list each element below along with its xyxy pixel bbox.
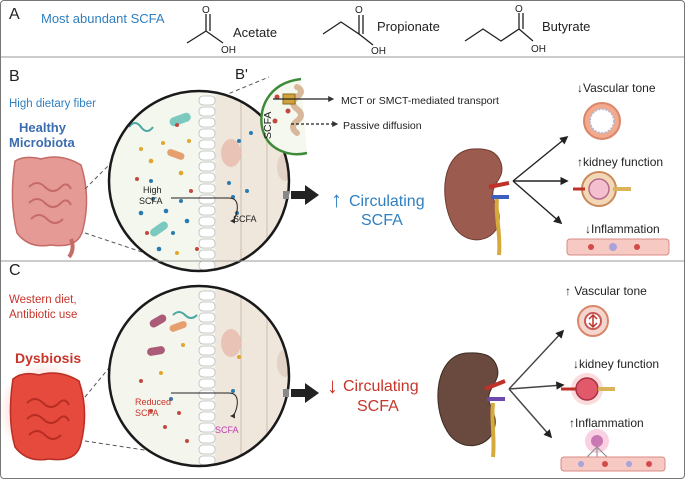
- butyrate-structure: [464, 13, 534, 42]
- panel-b-letter: B: [9, 68, 20, 85]
- butyrate-label: Butyrate: [542, 19, 590, 34]
- acetate-oh: OH: [221, 45, 236, 56]
- inflamed-endothelium-icon: [560, 429, 666, 472]
- healthy-title-line1: Healthy: [19, 120, 67, 135]
- acetate-o-top: O: [202, 5, 210, 16]
- propionate-o-top: O: [355, 5, 363, 16]
- acetate-label: Acetate: [233, 25, 277, 40]
- healthy-branch-arrows: [512, 135, 569, 225]
- scfa-absorbed-label: SCFA: [233, 214, 257, 224]
- acetate-structure: [186, 14, 224, 44]
- panel-b-prime-letter: B': [235, 66, 248, 83]
- butyrate-o-top: O: [515, 4, 523, 15]
- panel-c-diet-line1: Western diet,: [9, 294, 77, 306]
- panel-a-letter: A: [9, 6, 20, 23]
- panel-b-diet: High dietary fiber: [9, 98, 96, 110]
- zoom-line: [222, 76, 270, 97]
- healthy-big-arrow: [283, 185, 319, 205]
- dysbiosis-branch-arrows: [508, 329, 565, 439]
- circulating-scfa-c-line2: SCFA: [357, 398, 399, 415]
- reduced-scfa-line2: SCFA: [135, 408, 159, 418]
- dysbiosis-kidney-icon: [437, 352, 506, 458]
- damaged-glomerulus-icon: [561, 373, 615, 405]
- propionate-label: Propionate: [377, 19, 440, 34]
- down-arrow-symbol: ↓: [327, 373, 338, 398]
- circulating-scfa-line2: SCFA: [361, 212, 403, 229]
- inflammation-up: ↑Inflammation: [569, 416, 644, 430]
- scfa-vertical-label: SCFA: [262, 112, 274, 139]
- panel-a-title: Most abundant SCFA: [41, 11, 165, 26]
- reduced-scfa-line1: Reduced: [135, 397, 171, 407]
- propionate-structure: [322, 15, 374, 46]
- panel-b: B High dietary fiber Healthy Microbiota: [9, 66, 670, 273]
- healthy-kidney-icon: [444, 148, 510, 256]
- kidney-function-up: ↑kidney function: [577, 155, 663, 169]
- vascular-tone-down: ↓Vascular tone: [577, 81, 656, 95]
- diffusion-label: Passive diffusion: [343, 120, 422, 132]
- healthy-intestine-icon: [11, 156, 88, 259]
- inflammation-down: ↓Inflammation: [585, 222, 660, 236]
- kidney-function-down: ↓kidney function: [573, 357, 659, 371]
- high-scfa-line2: SCFA: [139, 196, 163, 206]
- panel-c-letter: C: [9, 262, 21, 279]
- up-arrow-symbol: ↑: [331, 187, 342, 212]
- circulating-scfa-line1: Circulating: [349, 193, 425, 210]
- dysbiosis-gut-lumen: [107, 284, 291, 468]
- panel-c-diet-line2: Antibiotic use: [9, 309, 77, 321]
- dysbiosis-big-arrow: [283, 383, 319, 403]
- dysbiosis-intestine-icon: [1, 361, 91, 461]
- healthy-title-line2: Microbiota: [9, 135, 75, 150]
- panel-c: C Western diet, Antibiotic use Dysbiosis: [1, 262, 666, 472]
- healthy-vessel-icon: [583, 102, 621, 140]
- vascular-tone-up: ↑ Vascular tone: [565, 284, 647, 298]
- healthy-glomerulus-icon: [573, 171, 631, 207]
- butyrate-oh: OH: [531, 44, 546, 55]
- constricted-vessel-icon: [577, 305, 609, 337]
- transport-label: MCT or SMCT-mediated transport: [341, 95, 499, 107]
- propionate-oh: OH: [371, 46, 386, 57]
- healthy-endothelium-icon: [566, 238, 670, 256]
- high-scfa-line1: High: [143, 185, 162, 195]
- transport-inset: [260, 77, 339, 156]
- circulating-scfa-c-line1: Circulating: [343, 378, 419, 395]
- zoom-line: [84, 232, 146, 254]
- dysbiosis-title: Dysbiosis: [15, 350, 81, 366]
- panel-a: A Most abundant SCFA O OH Acetate O OH P…: [9, 4, 590, 57]
- scfa-absorbed-label-c: SCFA: [215, 425, 239, 435]
